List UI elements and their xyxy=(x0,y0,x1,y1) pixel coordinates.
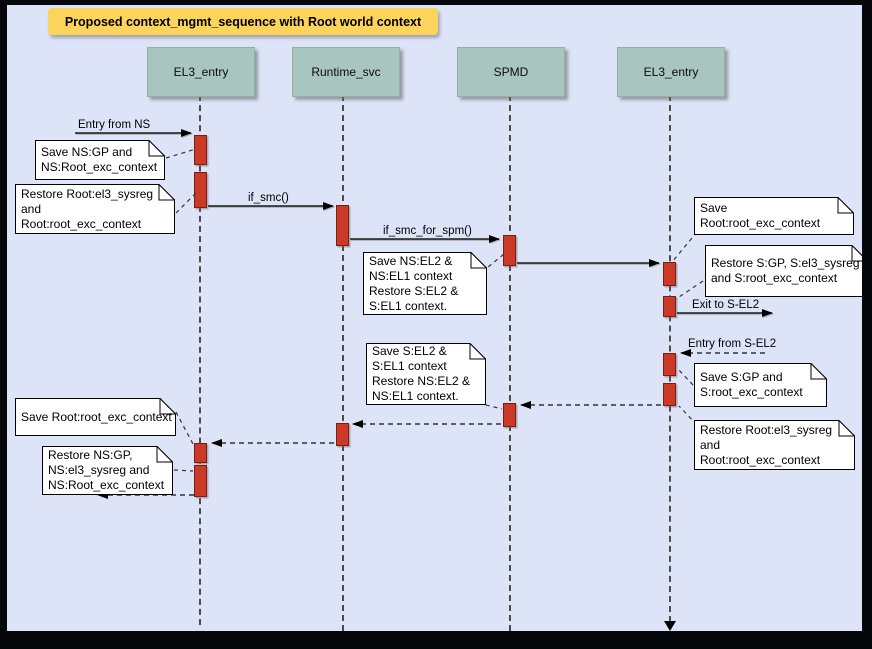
activation-el3l-3 xyxy=(194,443,207,463)
note-text: Restore Root:el3_sysreg and Root:root_ex… xyxy=(700,422,833,467)
actor-label: Runtime_svc xyxy=(311,65,381,79)
message-label-entry-from-ns: Entry from NS xyxy=(78,119,151,131)
diagram-canvas xyxy=(7,5,862,631)
activation-spmd-1 xyxy=(503,235,516,266)
message-label-exit-to-sel2: Exit to S-EL2 xyxy=(692,299,760,311)
note-shape xyxy=(15,184,175,234)
note-shape xyxy=(42,446,173,495)
activation-spmd-2 xyxy=(503,403,516,427)
frame-border-bottom xyxy=(0,631,872,649)
lifeline-runtime-svc xyxy=(342,95,344,631)
activation-el3l-1 xyxy=(194,135,207,165)
note-save-ns-el2: Save NS:EL2 & NS:EL1 context Restore S:E… xyxy=(363,252,487,315)
note-save-root-exc-top: Save Root:root_exc_context xyxy=(694,197,854,235)
note-save-root-exc-bottom: Save Root:root_exc_context xyxy=(15,398,176,436)
note-save-s-el2: Save S:EL2 & S:EL1 context Restore NS:EL… xyxy=(366,343,486,405)
note-text: Restore NS:GP, NS:el3_sysreg and NS:Root… xyxy=(48,448,165,492)
actor-runtime-svc: Runtime_svc xyxy=(292,47,400,97)
activation-el3r-1 xyxy=(663,262,676,286)
note-restore-ns-gp: Restore NS:GP, NS:el3_sysreg and NS:Root… xyxy=(42,446,173,495)
note-restore-root-sysreg-top: Restore Root:el3_sysreg and Root:root_ex… xyxy=(15,184,175,234)
frame-border-left xyxy=(0,0,7,649)
note-shape xyxy=(15,398,176,436)
message-label-if-smc: if_smc() xyxy=(248,192,289,204)
actor-el3-entry-left: EL3_entry xyxy=(147,47,255,97)
frame-border-right xyxy=(862,0,872,649)
note-text: Save S:EL2 & S:EL1 context Restore NS:EL… xyxy=(372,344,471,403)
actor-el3-entry-right: EL3_entry xyxy=(617,47,725,97)
note-text: Save NS:EL2 & NS:EL1 context Restore S:E… xyxy=(369,253,459,313)
activation-el3r-4 xyxy=(663,383,676,406)
activation-el3l-2 xyxy=(194,172,207,208)
note-restore-root-sysreg-bottom: Restore Root:el3_sysreg and Root:root_ex… xyxy=(694,420,855,470)
message-label-if-smc-for-spm: if_smc_for_spm() xyxy=(383,225,472,237)
note-shape xyxy=(366,343,486,405)
activation-el3r-2 xyxy=(663,296,676,317)
note-shape xyxy=(35,140,165,180)
note-shape xyxy=(694,420,855,470)
note-text: Save S:GP and S:root_exc_context xyxy=(700,370,803,399)
frame-border-top xyxy=(0,0,872,5)
lifeline-el3-entry-left xyxy=(199,95,201,625)
message-label-entry-from-sel2: Entry from S-EL2 xyxy=(688,338,777,350)
diagram-title: Proposed context_mgmt_sequence with Root… xyxy=(48,8,438,35)
note-shape xyxy=(694,363,827,407)
note-shape xyxy=(694,197,854,235)
activation-el3r-3 xyxy=(663,353,676,376)
activation-runtime-1 xyxy=(336,205,349,246)
actor-label: SPMD xyxy=(493,65,529,79)
actor-label: EL3_entry xyxy=(173,65,229,79)
actor-spmd: SPMD xyxy=(457,47,565,97)
note-text: Restore Root:el3_sysreg and Root:root_ex… xyxy=(21,186,154,231)
note-save-ns-gp: Save NS:GP and NS:Root_exc_context xyxy=(35,140,165,180)
note-restore-s-gp: Restore S:GP, S:el3_sysreg and S:root_ex… xyxy=(705,245,868,297)
actor-label: EL3_entry xyxy=(643,65,699,79)
activation-runtime-2 xyxy=(336,423,349,446)
lifeline-spmd xyxy=(509,95,511,631)
note-text: Save Root:root_exc_context xyxy=(700,201,821,230)
note-save-s-gp: Save S:GP and S:root_exc_context xyxy=(694,363,827,407)
note-text: Save NS:GP and NS:Root_exc_context xyxy=(41,145,158,174)
note-text: Save Root:root_exc_context xyxy=(21,409,172,424)
note-text: Restore S:GP, S:el3_sysreg and S:root_ex… xyxy=(711,256,860,285)
activation-el3l-4 xyxy=(194,465,207,497)
lifeline-end-arrow-icon xyxy=(664,621,676,631)
